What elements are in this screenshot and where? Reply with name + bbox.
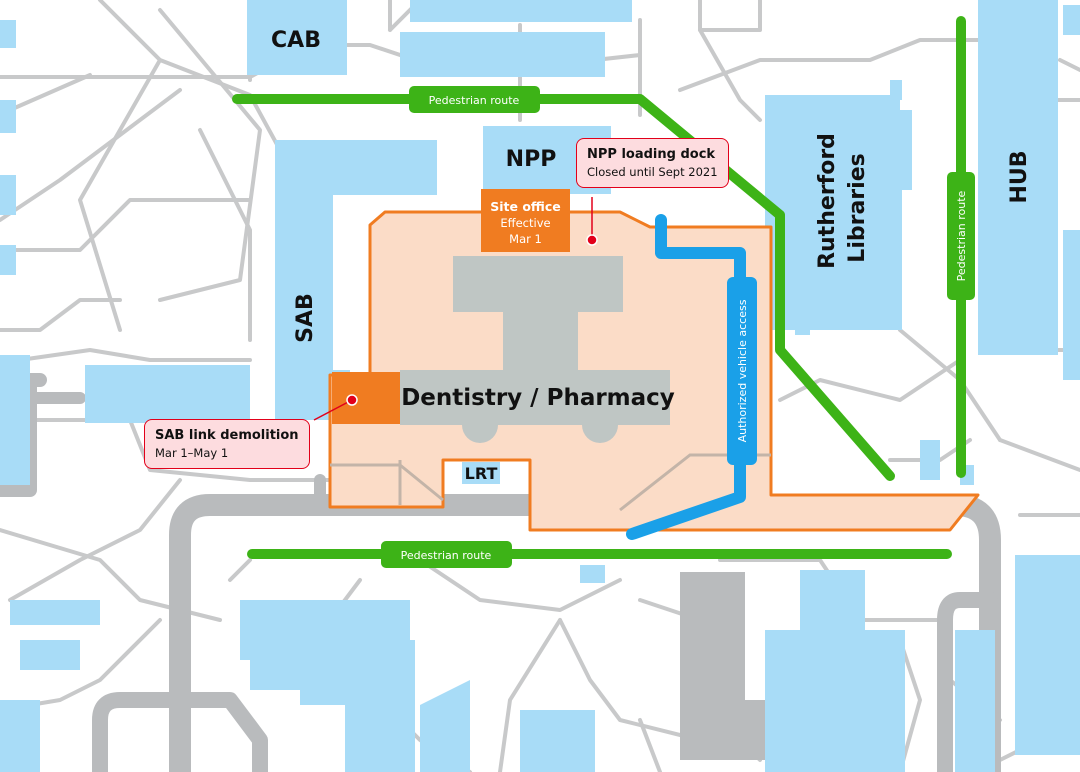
- npp-loading-dock-callout: NPP loading dock Closed until Sept 2021: [576, 138, 729, 188]
- building-labels: CAB NPP SAB Rutherford Libraries HUB LRT…: [271, 28, 1032, 483]
- site-office-title: Site office: [490, 199, 561, 214]
- sab-link-marker: [346, 394, 358, 406]
- authorized-vehicle-access-route: [626, 214, 746, 540]
- npp-label: NPP: [506, 147, 557, 172]
- sab-link-demolition-callout: SAB link demolition Mar 1–May 1: [144, 419, 310, 469]
- pedestrian-route-label-top: Pedestrian route: [429, 94, 520, 107]
- lrt-label: LRT: [465, 464, 498, 483]
- sab-link-demolition-area: [332, 372, 400, 424]
- rutherford-label-line1: Rutherford: [815, 133, 840, 269]
- hub-label: HUB: [1007, 150, 1032, 203]
- pedestrian-route-label-right: Pedestrian route: [955, 190, 968, 281]
- dentistry-pharmacy-label: Dentistry / Pharmacy: [401, 385, 675, 411]
- callout-leaders: [313, 197, 598, 421]
- npp-loading-dock-title: NPP loading dock: [587, 147, 716, 162]
- pedestrian-route-label-bottom-bg: [381, 541, 512, 568]
- npp-loading-dock-subtitle: Closed until Sept 2021: [587, 165, 718, 179]
- site-office-line1: Effective: [500, 216, 551, 230]
- pedestrian-route-label-top-bg: [409, 86, 540, 113]
- rutherford-label-line2: Libraries: [845, 153, 870, 262]
- pedestrian-route-label-bottom: Pedestrian route: [401, 549, 492, 562]
- route-labels: Pedestrian route Pedestrian route Pedest…: [381, 86, 975, 568]
- dentistry-pharmacy-building: [400, 256, 670, 443]
- site-office-line2: Mar 1: [509, 232, 542, 246]
- sab-label: SAB: [293, 293, 318, 343]
- cab-label: CAB: [271, 28, 321, 53]
- npp-dock-marker: [586, 234, 598, 246]
- vehicle-access-label: Authorized vehicle access: [736, 299, 749, 442]
- vehicle-access-label-bg: [727, 277, 757, 465]
- south-grey-building: [680, 572, 765, 760]
- sab-link-demolition-subtitle: Mar 1–May 1: [155, 446, 229, 460]
- site-office-box: Site office Effective Mar 1: [481, 189, 570, 252]
- sab-link-demolition-title: SAB link demolition: [155, 428, 299, 443]
- pedestrian-route-label-right-bg: [947, 172, 975, 300]
